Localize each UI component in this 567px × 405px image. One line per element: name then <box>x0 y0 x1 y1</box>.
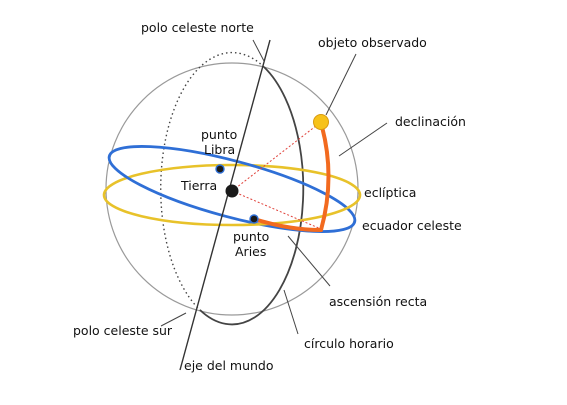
leader-declinacion <box>338 122 388 157</box>
earth-marker <box>225 184 239 198</box>
leader-objeto <box>325 53 357 116</box>
label-libra-2: Libra <box>204 142 235 157</box>
label-aries-1: punto <box>233 229 269 244</box>
label-declinacion: declinación <box>395 114 466 129</box>
hour-circle-back <box>160 51 265 311</box>
aries-point-marker <box>249 214 259 224</box>
leader-polo-norte <box>252 39 265 62</box>
label-libra-1: punto <box>201 127 237 142</box>
line-to-object <box>231 121 322 192</box>
label-polo-norte: polo celeste norte <box>141 20 254 35</box>
label-ecliptica: eclíptica <box>364 185 416 200</box>
right-ascension-arc <box>252 217 323 232</box>
label-ecuador: ecuador celeste <box>362 218 462 233</box>
declination-arc <box>319 121 331 232</box>
leader-polo-sur <box>160 312 187 327</box>
label-ascension: ascensión recta <box>329 294 427 309</box>
ecliptic-back <box>102 163 362 194</box>
label-aries-2: Aries <box>235 244 266 259</box>
hour-circle <box>199 66 305 326</box>
line-to-equator-point <box>231 190 322 230</box>
label-circulo-horario: círculo horario <box>304 336 394 351</box>
libra-point-marker <box>215 164 225 174</box>
label-objeto: objeto observado <box>318 35 427 50</box>
leader-circulo-horario <box>283 289 299 335</box>
observed-object-marker <box>313 114 329 130</box>
label-eje: eje del mundo <box>184 358 274 373</box>
celestial-equator <box>107 145 357 233</box>
ecliptic-front <box>102 194 362 227</box>
label-tierra: Tierra <box>180 178 217 193</box>
leader-ascension <box>287 235 331 287</box>
label-polo-sur: polo celeste sur <box>73 323 173 338</box>
world-axis <box>179 39 271 371</box>
